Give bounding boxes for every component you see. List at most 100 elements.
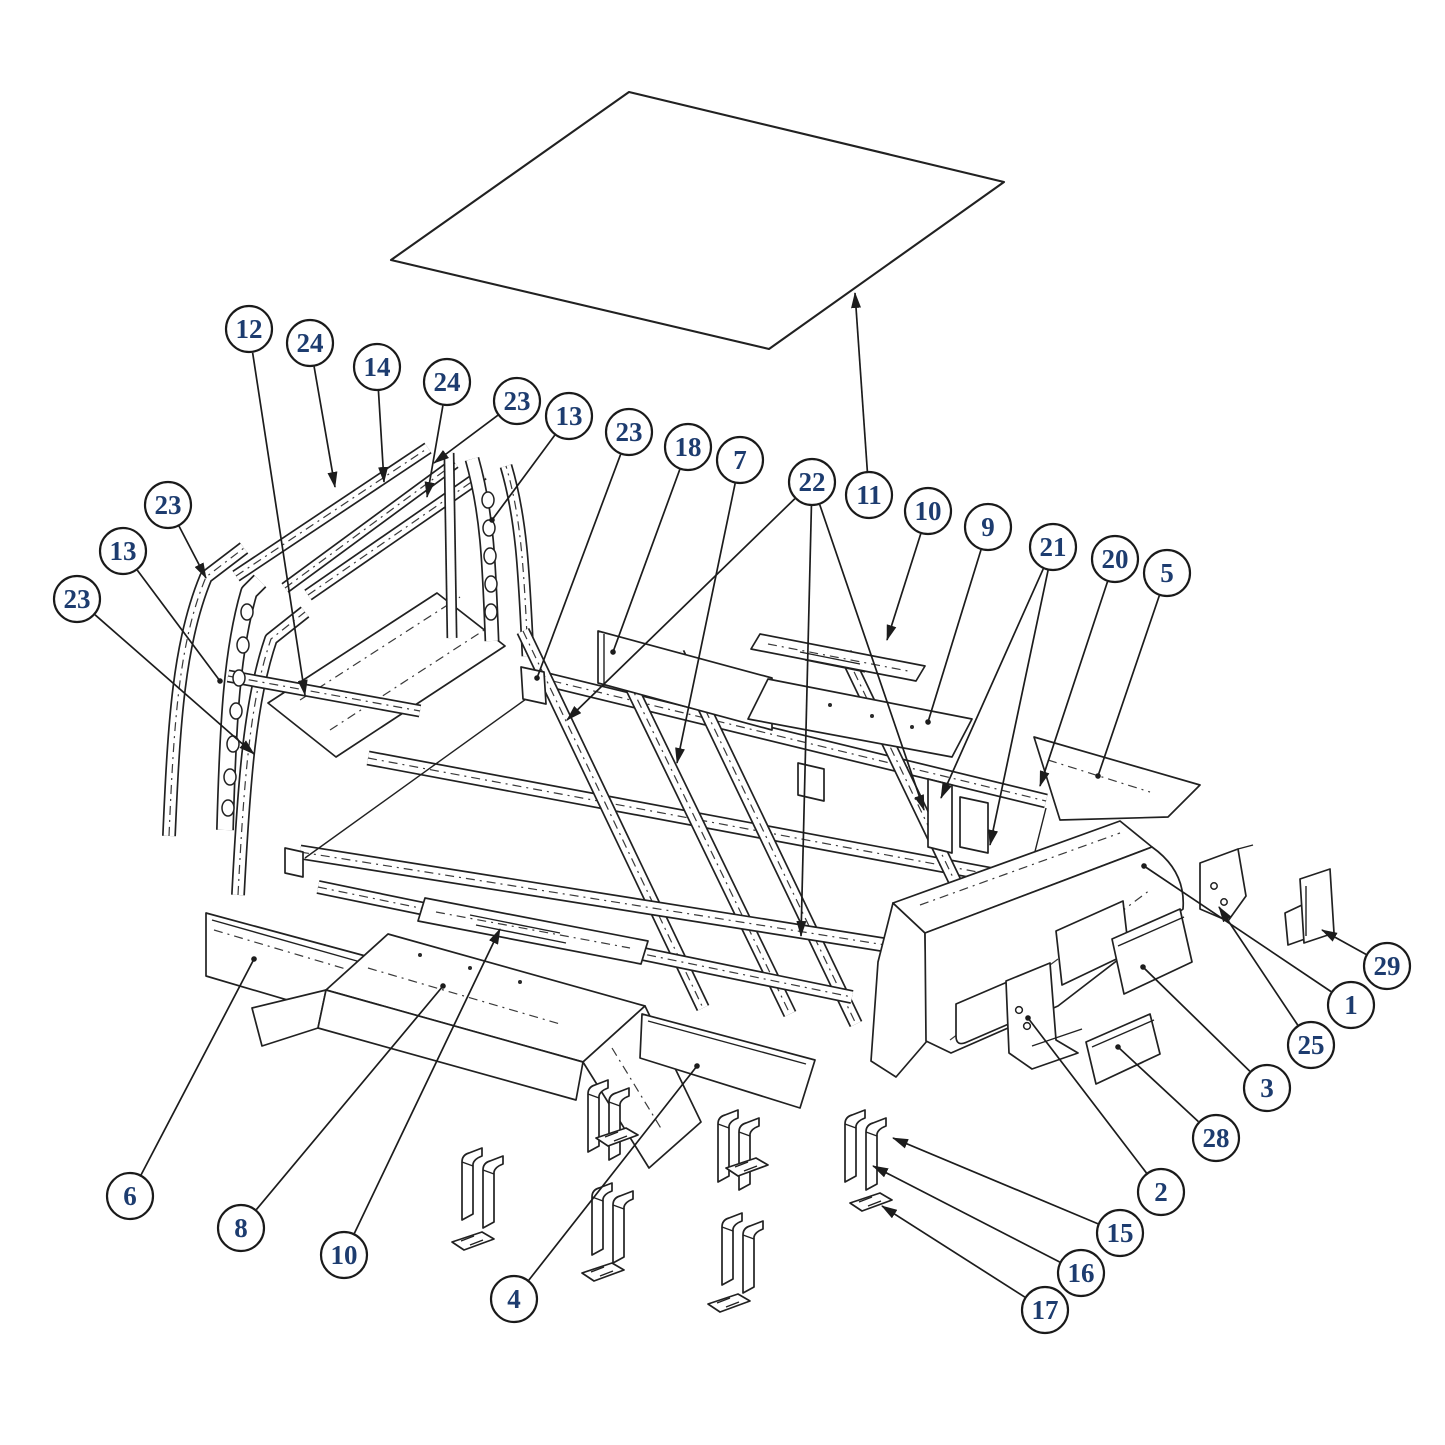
callout-circle[interactable] bbox=[715, 435, 765, 485]
leader-line-6 bbox=[140, 956, 257, 1176]
callout-8[interactable]: 8 bbox=[216, 1203, 266, 1253]
callout-circle[interactable] bbox=[1191, 1113, 1241, 1163]
callout-25[interactable]: 25 bbox=[1286, 1020, 1336, 1070]
callout-circle[interactable] bbox=[352, 342, 402, 392]
callout-circle[interactable] bbox=[319, 1230, 369, 1280]
callout-23[interactable]: 23 bbox=[492, 376, 542, 426]
callout-number: 21 bbox=[1040, 532, 1067, 562]
callout-circle[interactable] bbox=[1028, 522, 1078, 572]
callout-number: 6 bbox=[123, 1181, 137, 1211]
callout-circle[interactable] bbox=[963, 502, 1013, 552]
callout-number: 23 bbox=[616, 417, 643, 447]
leader-line-24 bbox=[313, 366, 338, 488]
callout-circle[interactable] bbox=[1286, 1020, 1336, 1070]
callout-circle[interactable] bbox=[1326, 980, 1376, 1030]
side-panel-right bbox=[1034, 737, 1200, 820]
callout-12[interactable]: 12 bbox=[224, 304, 274, 354]
leader-line-25 bbox=[1218, 906, 1299, 1026]
line-art bbox=[169, 92, 1334, 1313]
stake-strip bbox=[751, 634, 925, 681]
callout-circle[interactable] bbox=[1020, 1285, 1070, 1335]
callout-7[interactable]: 7 bbox=[715, 435, 765, 485]
leader-line-22 bbox=[566, 498, 796, 721]
callout-circle[interactable] bbox=[787, 457, 837, 507]
callout-circle[interactable] bbox=[1362, 941, 1412, 991]
callout-2[interactable]: 2 bbox=[1136, 1167, 1186, 1217]
callout-28[interactable]: 28 bbox=[1191, 1113, 1241, 1163]
callout-circle[interactable] bbox=[285, 318, 335, 368]
callout-5[interactable]: 5 bbox=[1142, 548, 1192, 598]
callout-number: 22 bbox=[799, 467, 826, 497]
callout-circle[interactable] bbox=[98, 526, 148, 576]
leader-line-21 bbox=[940, 568, 1044, 799]
callout-circle[interactable] bbox=[604, 407, 654, 457]
callout-3[interactable]: 3 bbox=[1242, 1063, 1292, 1113]
callout-14[interactable]: 14 bbox=[352, 342, 402, 392]
callout-17[interactable]: 17 bbox=[1020, 1285, 1070, 1335]
callout-13[interactable]: 13 bbox=[544, 391, 594, 441]
leader-line-13 bbox=[136, 569, 223, 684]
callout-circle[interactable] bbox=[1090, 534, 1140, 584]
callout-circle[interactable] bbox=[544, 391, 594, 441]
hinge-bracket bbox=[1006, 963, 1082, 1069]
callout-number: 13 bbox=[556, 401, 583, 431]
callout-circle[interactable] bbox=[216, 1203, 266, 1253]
callout-6[interactable]: 6 bbox=[105, 1171, 155, 1221]
callout-24[interactable]: 24 bbox=[285, 318, 335, 368]
leader-line-14 bbox=[377, 390, 389, 483]
callout-circle[interactable] bbox=[903, 486, 953, 536]
callout-circle[interactable] bbox=[663, 422, 713, 472]
callout-circle[interactable] bbox=[1136, 1167, 1186, 1217]
leader-line-23 bbox=[94, 614, 255, 755]
leader-line-4 bbox=[528, 1063, 700, 1281]
callout-circle[interactable] bbox=[492, 376, 542, 426]
callout-number: 14 bbox=[364, 352, 391, 382]
corner-brackets bbox=[1200, 845, 1334, 945]
callout-circle[interactable] bbox=[844, 470, 894, 520]
callout-circle[interactable] bbox=[1095, 1208, 1145, 1258]
callout-24[interactable]: 24 bbox=[422, 357, 472, 407]
callout-1[interactable]: 1 bbox=[1326, 980, 1376, 1030]
callout-20[interactable]: 20 bbox=[1090, 534, 1140, 584]
callout-circle[interactable] bbox=[422, 357, 472, 407]
callout-18[interactable]: 18 bbox=[663, 422, 713, 472]
callout-circle[interactable] bbox=[489, 1274, 539, 1324]
leader-line-1 bbox=[1141, 863, 1332, 993]
callout-22[interactable]: 22 bbox=[787, 457, 837, 507]
callout-23[interactable]: 23 bbox=[143, 480, 193, 530]
callout-11[interactable]: 11 bbox=[844, 470, 894, 520]
callout-4[interactable]: 4 bbox=[489, 1274, 539, 1324]
callout-circle[interactable] bbox=[1056, 1248, 1106, 1298]
callout-number: 3 bbox=[1260, 1073, 1274, 1103]
callout-number: 8 bbox=[234, 1213, 248, 1243]
callout-circle[interactable] bbox=[105, 1171, 155, 1221]
slotted-bar-holes bbox=[222, 492, 497, 816]
callout-number: 9 bbox=[981, 512, 995, 542]
callout-number: 12 bbox=[236, 314, 263, 344]
leader-line-8 bbox=[255, 983, 446, 1211]
callout-23[interactable]: 23 bbox=[604, 407, 654, 457]
floor-sheet-panel bbox=[391, 92, 1004, 349]
callout-10[interactable]: 10 bbox=[903, 486, 953, 536]
callout-number: 24 bbox=[434, 367, 461, 397]
callout-9[interactable]: 9 bbox=[963, 502, 1013, 552]
callout-13[interactable]: 13 bbox=[98, 526, 148, 576]
callout-21[interactable]: 21 bbox=[1028, 522, 1078, 572]
frame-rails bbox=[169, 448, 1046, 1024]
callout-circle[interactable] bbox=[1142, 548, 1192, 598]
callout-circle[interactable] bbox=[143, 480, 193, 530]
callout-circle[interactable] bbox=[1242, 1063, 1292, 1113]
callout-number: 25 bbox=[1298, 1030, 1325, 1060]
leader-line-22 bbox=[796, 505, 813, 937]
callout-10[interactable]: 10 bbox=[319, 1230, 369, 1280]
leader-line-10 bbox=[353, 928, 501, 1234]
leader-line-23 bbox=[178, 525, 207, 579]
callout-29[interactable]: 29 bbox=[1362, 941, 1412, 991]
callout-circle[interactable] bbox=[52, 574, 102, 624]
callout-circle[interactable] bbox=[224, 304, 274, 354]
callout-15[interactable]: 15 bbox=[1095, 1208, 1145, 1258]
leader-line-3 bbox=[1140, 964, 1251, 1072]
callout-16[interactable]: 16 bbox=[1056, 1248, 1106, 1298]
callout-23[interactable]: 23 bbox=[52, 574, 102, 624]
